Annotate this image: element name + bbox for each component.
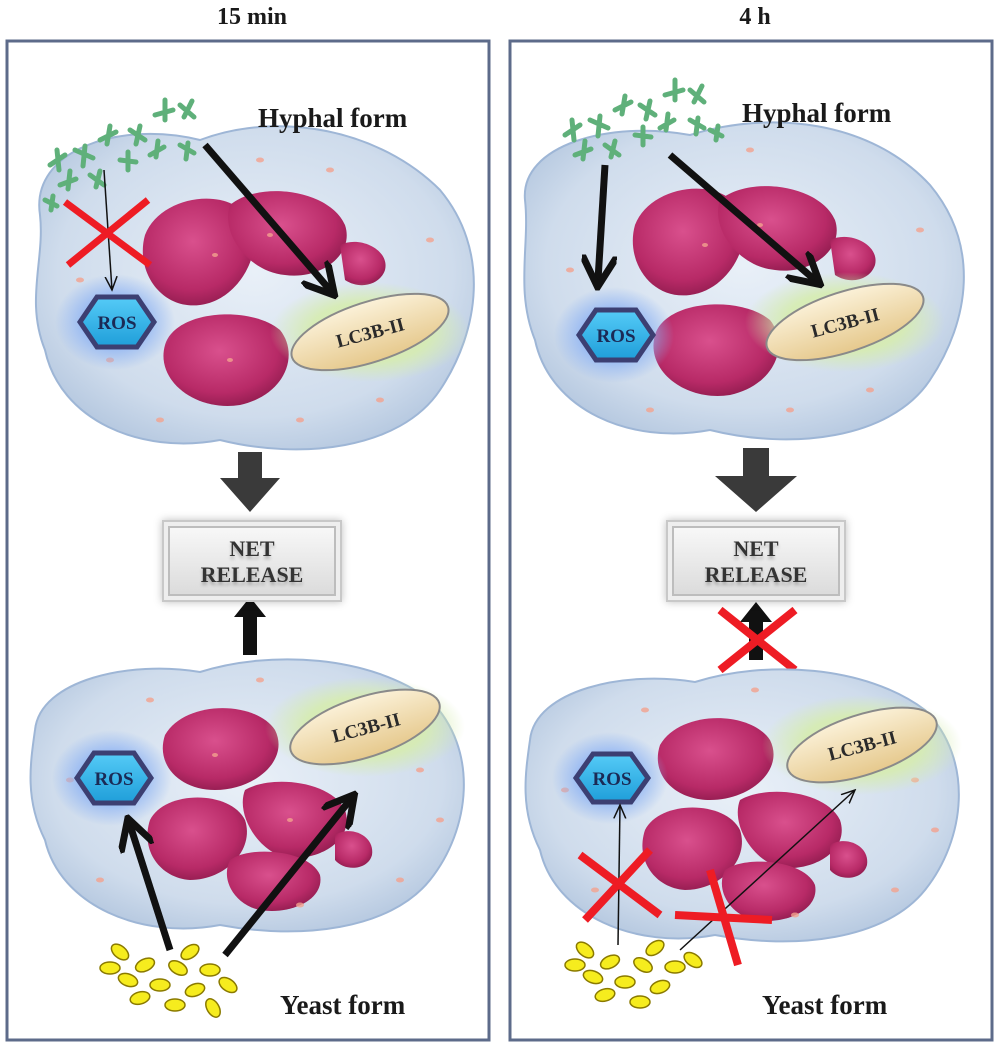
ros-hexagon-icon — [554, 287, 674, 383]
inhibition-cross-icon — [717, 606, 798, 674]
lc3b-ellipse-icon — [265, 677, 465, 777]
inhibition-cross-icon — [577, 847, 663, 923]
yeast-to-ros-thin-arrow — [618, 805, 620, 946]
yeast-to-ros-arrow — [130, 825, 174, 952]
lc3b-ellipse-icon — [270, 282, 470, 382]
net-release-box: NET RELEASE — [162, 520, 342, 602]
inhibition-cross-icon — [674, 868, 773, 967]
yeast-to-lc3b-arrow — [222, 800, 350, 958]
hyphae-icon — [42, 97, 197, 213]
net-up-arrow — [740, 602, 772, 660]
hyphae-icon — [562, 77, 725, 162]
yeast-form-label: Yeast form — [280, 990, 406, 1020]
ros-label: ROS — [596, 326, 635, 347]
hyphae-to-lc3b-arrow — [667, 152, 815, 280]
lc3b-ellipse-icon — [745, 272, 945, 372]
ros-hexagon-icon — [552, 732, 668, 824]
time-label-4-h: 4 h — [739, 4, 771, 30]
hyphae-to-lc3b-arrow — [202, 142, 330, 290]
time-label-15-min: 15 min — [216, 4, 287, 30]
hyphal-form-label: Hyphal form — [742, 98, 892, 128]
ros-label: ROS — [592, 769, 631, 790]
yeast-cluster-icon — [564, 939, 703, 1009]
net-release-line1: NET — [229, 536, 275, 561]
yeast-form-label: Yeast form — [762, 990, 888, 1020]
hyphae-to-ros-arrow — [598, 164, 605, 280]
inhibition-cross-icon — [62, 197, 153, 268]
panel-frame-right — [508, 39, 994, 1042]
net-down-arrow — [715, 448, 797, 512]
yeast-cluster-icon — [99, 943, 238, 1018]
net-release-box: NET RELEASE — [666, 520, 846, 602]
net-release-line2: RELEASE — [704, 562, 808, 587]
net-down-arrow — [220, 452, 280, 512]
ros-label: ROS — [97, 313, 136, 334]
net-up-arrow — [234, 597, 266, 655]
ros-hexagon-icon — [52, 730, 172, 826]
yeast-to-lc3b-thin-arrow — [679, 790, 855, 951]
net-release-line2: RELEASE — [200, 562, 304, 587]
lc3b-ellipse-icon — [762, 695, 962, 795]
ros-label: ROS — [94, 769, 133, 790]
net-release-line1: NET — [733, 536, 779, 561]
hyphal-form-label: Hyphal form — [258, 103, 408, 133]
panel-frame-left — [5, 39, 491, 1042]
ros-hexagon-icon — [55, 274, 175, 370]
